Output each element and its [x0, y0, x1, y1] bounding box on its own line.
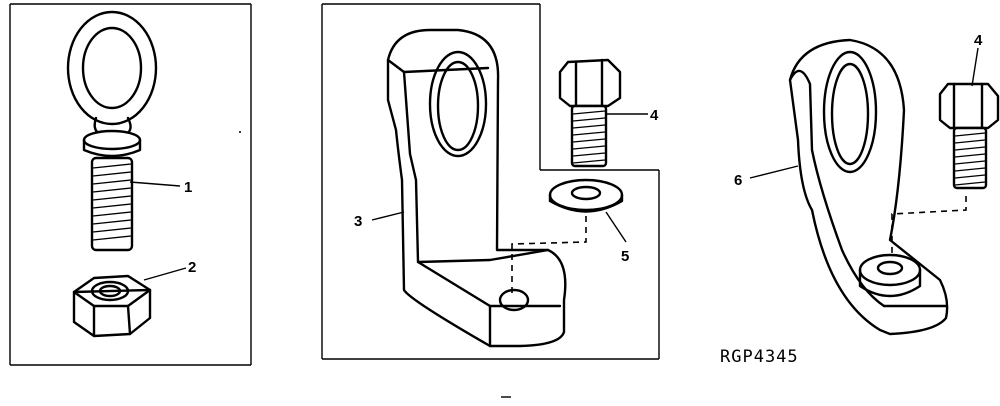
eye-bolt [66, 10, 158, 252]
centerline-bracket [511, 216, 587, 296]
cap-screw-left [558, 58, 622, 168]
cap-screw-right-threads [954, 132, 986, 186]
callout-3: 3 [354, 213, 362, 230]
cap-screw-left-threads [572, 110, 606, 164]
leader-lines [129, 47, 979, 281]
callout-1: 1 [184, 179, 192, 196]
offset-bracket [788, 38, 949, 336]
l-bracket [386, 28, 567, 348]
panel-bracket-frame [321, 3, 660, 360]
callout-2: 2 [188, 259, 196, 276]
hex-nut [72, 274, 152, 338]
centerline-offset-bracket [891, 196, 967, 258]
washer [548, 178, 624, 213]
callout-6: 6 [734, 172, 742, 189]
callout-4-right: 4 [974, 32, 983, 49]
cap-screw-right [938, 82, 1000, 190]
callout-5: 5 [621, 248, 629, 265]
panel-eyebolt-frame [9, 3, 252, 366]
scan-dot [239, 131, 241, 133]
eye-bolt-threads [92, 163, 132, 241]
figure-code: RGP4345 [720, 347, 799, 367]
callout-4-left: 4 [650, 107, 659, 124]
